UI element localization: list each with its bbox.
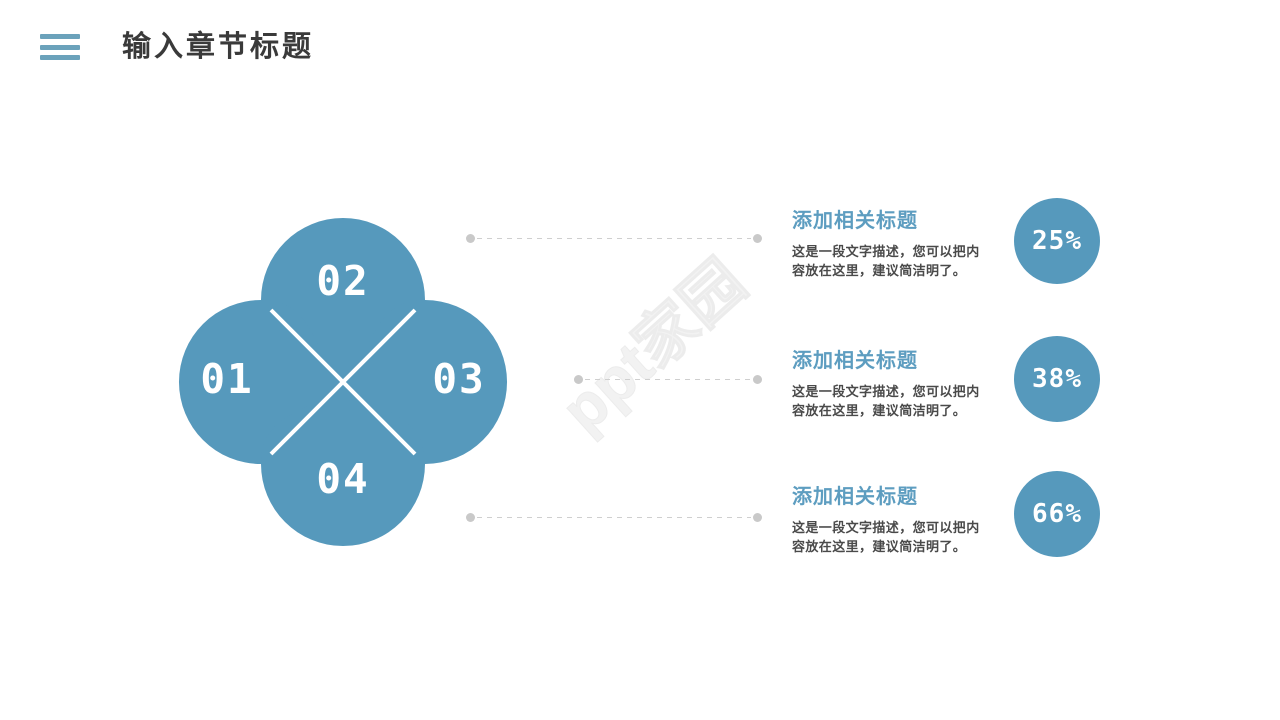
petal-label-left: 01 [200,355,253,403]
content-item-3[interactable]: 添加相关标题 这是一段文字描述，您可以把内容放在这里，建议简洁明了。 [792,484,1252,556]
item-description: 这是一段文字描述，您可以把内容放在这里，建议简洁明了。 [792,244,980,278]
percent-badge-1: 25% [1014,198,1100,284]
connector-dot-start [466,513,475,522]
hamburger-bar-1 [40,34,80,39]
petal-label-top: 02 [316,257,369,305]
item-title: 添加相关标题 [792,210,918,232]
connector-dot-start [574,375,583,384]
hamburger-bar-2 [40,44,80,50]
hamburger-bar-3 [40,55,80,60]
connector-dot-start [466,234,475,243]
connector-dot-end [753,513,762,522]
connector-dash [585,379,751,380]
connector-dot-end [753,234,762,243]
hamburger-icon [40,32,80,62]
item-title: 添加相关标题 [792,486,918,508]
connector-dash [477,517,751,518]
item-description: 这是一段文字描述，您可以把内容放在这里，建议简洁明了。 [792,520,980,554]
connector-line-3 [466,513,762,522]
connector-dot-end [753,375,762,384]
petal-label-bottom: 04 [316,455,369,503]
item-description: 这是一段文字描述，您可以把内容放在这里，建议简洁明了。 [792,384,980,418]
content-item-1[interactable]: 添加相关标题 这是一段文字描述，您可以把内容放在这里，建议简洁明了。 [792,208,1252,280]
percent-badge-3: 66% [1014,471,1100,557]
connector-dash [477,238,751,239]
petal-separators [269,308,417,456]
page-title: 输入章节标题 [122,30,315,63]
item-title: 添加相关标题 [792,350,918,372]
watermark-text: ppt家园 [548,247,759,447]
connector-line-1 [466,234,762,243]
content-item-2[interactable]: 添加相关标题 这是一段文字描述，您可以把内容放在这里，建议简洁明了。 [792,348,1252,420]
four-petal-diagram: 02 01 03 04 [143,182,543,582]
connector-line-2 [574,375,762,384]
petal-label-right: 03 [432,355,485,403]
percent-badge-2: 38% [1014,336,1100,422]
slide-header: 输入章节标题 [40,32,314,62]
